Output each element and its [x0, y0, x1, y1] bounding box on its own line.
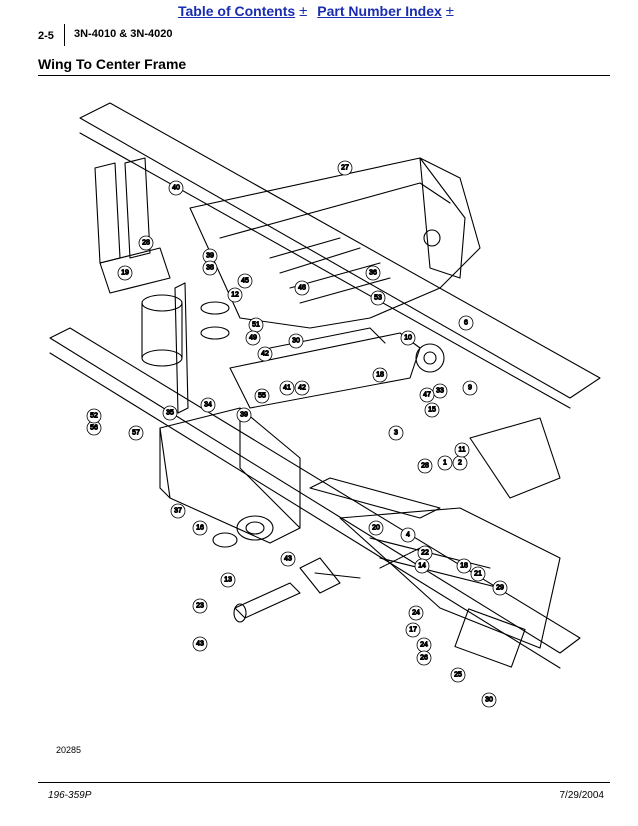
toc-plus-icon: ±	[299, 3, 308, 20]
top-navigation: Table of Contents± Part Number Index±	[0, 3, 638, 20]
document-number: 196-359P	[48, 790, 92, 801]
callout: 28	[142, 240, 150, 247]
callout: 51	[252, 322, 260, 329]
callout: 29	[496, 585, 504, 592]
center-frame	[189, 157, 481, 329]
footer-rule	[38, 782, 610, 783]
callout: 45	[241, 278, 249, 285]
callout: 28	[421, 463, 429, 470]
callout: 25	[454, 672, 462, 679]
callout: 26	[420, 655, 428, 662]
callout: 16	[196, 525, 204, 532]
callout: 37	[174, 508, 182, 515]
callout: 19	[121, 270, 129, 277]
hinge-uprights	[94, 157, 230, 414]
pins-and-spring	[212, 532, 421, 623]
pni-plus-icon: ±	[445, 3, 455, 20]
callout: 12	[231, 292, 239, 299]
callout: 36	[369, 270, 377, 277]
lower-housing	[159, 407, 301, 544]
callout: 23	[196, 603, 204, 610]
model-numbers: 3N-4010 & 3N-4020	[74, 28, 173, 40]
callout: 39	[240, 412, 248, 419]
callout: 11	[458, 447, 465, 454]
callout: 42	[261, 351, 269, 358]
callout: 22	[421, 550, 429, 557]
page-number: 2-5	[38, 30, 54, 42]
callout: 6	[464, 320, 468, 327]
figure-number: 20285	[56, 745, 82, 755]
callout: 40	[172, 185, 180, 192]
callout: 35	[166, 410, 174, 417]
callout: 42	[298, 385, 306, 392]
callout: 43	[196, 641, 204, 648]
callout: 33	[436, 388, 444, 395]
callout: 27	[341, 165, 349, 172]
callout: 56	[90, 425, 98, 432]
callout: 24	[420, 642, 428, 649]
callout: 18	[460, 563, 468, 570]
callout: 57	[132, 430, 140, 437]
callout: 1	[443, 460, 447, 467]
callout: 53	[374, 295, 382, 302]
callout: 21	[474, 571, 482, 578]
callout: 18	[376, 372, 384, 379]
footer-date: 7/29/2004	[559, 790, 605, 801]
part-number-index-link[interactable]: Part Number Index	[317, 3, 442, 19]
callout: 55	[258, 393, 266, 400]
callout: 38	[206, 265, 214, 272]
callout: 43	[284, 556, 292, 563]
callout: 39	[206, 253, 214, 260]
callout: 14	[418, 563, 426, 570]
callout: 20	[372, 525, 380, 532]
callout: 9	[468, 385, 472, 392]
table-of-contents-link[interactable]: Table of Contents	[177, 3, 296, 19]
callout: 49	[249, 335, 257, 342]
callout: 3	[394, 430, 398, 437]
header-divider	[64, 24, 65, 46]
section-title: Wing To Center Frame	[38, 56, 187, 72]
callout: 34	[204, 402, 212, 409]
callout: 47	[423, 392, 431, 399]
parts-diagram: 27 40 28 19 39 38 45 6 48 36 53 12 30 9 …	[49, 102, 601, 708]
callout: 10	[404, 335, 412, 342]
callout: 24	[412, 610, 420, 617]
callout: 15	[428, 407, 436, 414]
callout: 13	[224, 577, 232, 584]
callout: 48	[298, 285, 306, 292]
wing-rail	[49, 102, 601, 669]
callout-group: 27 40 28 19 39 38 45 6 48 36 53 12 30 9 …	[86, 160, 508, 708]
callout: 41	[283, 385, 291, 392]
callout: 30	[485, 697, 493, 704]
callout: 52	[90, 413, 98, 420]
callout: 2	[458, 460, 462, 467]
page-header: 2-5 3N-4010 & 3N-4020	[38, 24, 610, 48]
callout: 30	[292, 338, 300, 345]
callout: 4	[406, 532, 410, 539]
title-rule	[38, 75, 610, 76]
callout: 17	[409, 627, 417, 634]
